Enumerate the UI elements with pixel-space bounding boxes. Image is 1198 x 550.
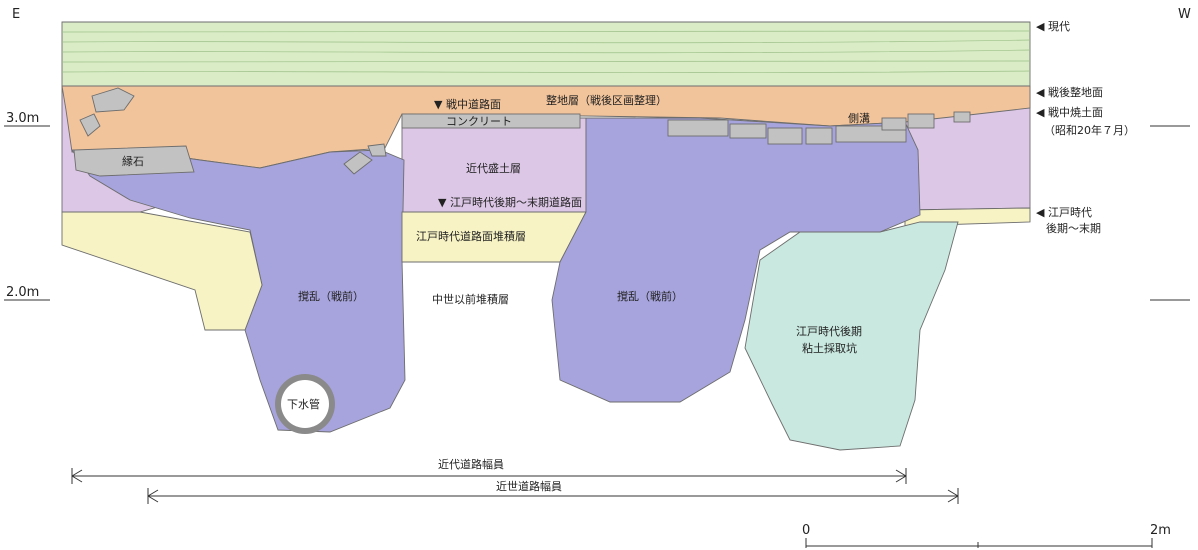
label-wartime-2: （昭和20年７月） <box>1044 123 1135 137</box>
label-wartime-road: ▼ 戦中道路面 <box>434 97 501 111</box>
east-label: E <box>12 7 20 22</box>
label-edo-2: 後期～末期 <box>1046 221 1101 235</box>
early-modern-road-width-dimension <box>147 488 959 504</box>
label-postwar: ◀ 戦後整地面 <box>1036 85 1103 99</box>
label-leveling: 整地層（戦後区画整理） <box>546 93 667 107</box>
concrete-slab <box>401 113 581 129</box>
label-modern-fill: 近代盛土層 <box>466 161 521 175</box>
label-modern-road-width: 近代道路幅員 <box>438 457 504 471</box>
stone-1 <box>91 87 135 113</box>
scale-end: 2m <box>1150 523 1171 538</box>
label-edo-road-deposit: 江戸時代道路面堆積層 <box>416 229 526 243</box>
label-edo-road-surface: ▼ 江戸時代後期～末期道路面 <box>438 195 582 209</box>
label-sewer: 下水管 <box>287 397 320 411</box>
edo-deposit-left <box>61 211 263 331</box>
label-disturbance-left: 撹乱（戦前） <box>298 289 364 303</box>
label-concrete: コンクリート <box>446 115 512 128</box>
clay-pit <box>744 221 959 451</box>
stone-2 <box>79 113 101 137</box>
scale-bar <box>805 538 1153 548</box>
stone-4 <box>367 143 387 157</box>
label-medieval: 中世以前堆積層 <box>432 292 509 306</box>
stone-5 <box>667 119 729 137</box>
stone-3 <box>343 151 373 175</box>
stone-8 <box>805 127 833 145</box>
label-wartime-1: ◀ 戦中焼土面 <box>1036 106 1103 119</box>
label-early-modern-road-width: 近世道路幅員 <box>496 479 562 493</box>
stone-10 <box>907 113 935 129</box>
elevation-3m: 3.0m <box>6 111 39 126</box>
label-gutter: 側溝 <box>848 112 870 125</box>
label-curbstone: 縁石 <box>122 154 144 168</box>
label-clay-pit-1: 江戸時代後期 <box>796 324 862 338</box>
label-edo-1: ◀ 江戸時代 <box>1036 206 1092 219</box>
stone-11 <box>953 111 971 123</box>
label-modern: ◀ 現代 <box>1036 20 1070 33</box>
stone-6 <box>729 123 767 139</box>
label-disturbance-mid: 撹乱（戦前） <box>617 289 683 303</box>
stone-9 <box>881 117 907 131</box>
sewer-pipe <box>281 380 329 428</box>
disturbance-left <box>71 149 406 433</box>
elevation-2m: 2.0m <box>6 285 39 300</box>
stone-7 <box>767 127 803 145</box>
label-clay-pit-2: 粘土採取坑 <box>802 341 857 355</box>
curbstone <box>73 145 195 177</box>
modern-road-width-dimension <box>71 468 907 484</box>
west-label: W <box>1178 7 1191 22</box>
scale-start: 0 <box>802 523 810 538</box>
